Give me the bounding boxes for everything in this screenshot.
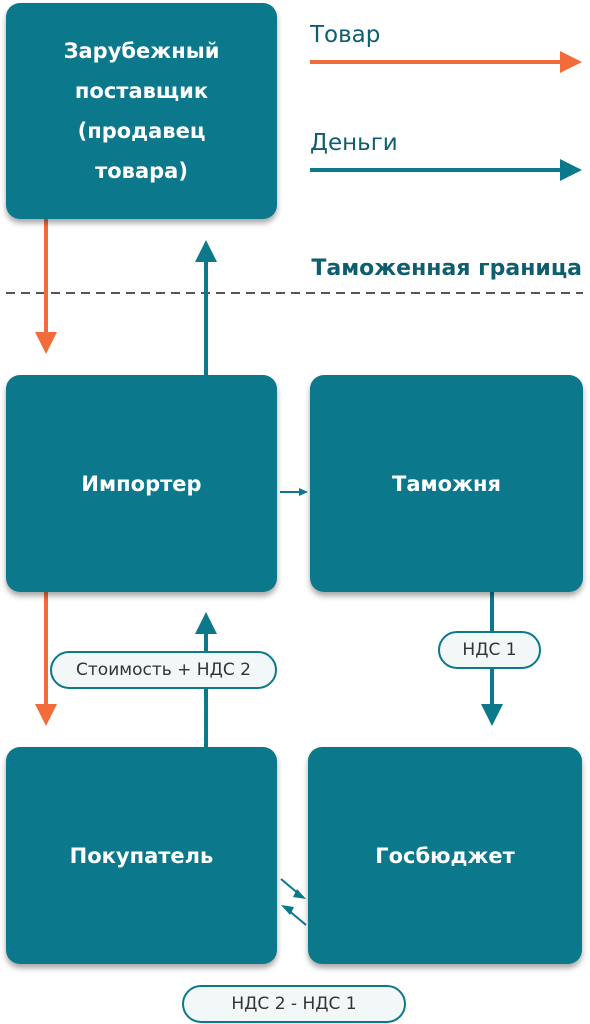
edge-buyer-budget (280, 878, 306, 899)
edge-label-cost-plus-vat2: Стоимость + НДС 2 (50, 651, 277, 689)
edge-supplier-importer-goods (35, 219, 57, 354)
legend-goods-label: Товар (310, 22, 381, 48)
legend-money-label: Деньги (310, 130, 398, 156)
legend-money-line (310, 159, 582, 181)
node-state-budget: Госбюджет (308, 747, 582, 964)
edge-importer-customs (280, 488, 308, 496)
edge-importer-buyer-goods (35, 592, 57, 726)
node-customs: Таможня (310, 375, 583, 592)
legend-goods-line (310, 51, 582, 73)
node-foreign-supplier: Зарубежный поставщик (продавец товара) (6, 3, 277, 219)
edge-budget-buyer (281, 905, 307, 926)
node-importer: Импортер (6, 375, 277, 592)
customs-border-label: Таможенная граница (311, 256, 582, 281)
node-buyer: Покупатель (6, 747, 277, 964)
edge-importer-supplier-money (195, 240, 217, 375)
edge-label-vat-difference: НДС 2 - НДС 1 (182, 985, 406, 1023)
edge-label-vat1: НДС 1 (438, 631, 541, 669)
